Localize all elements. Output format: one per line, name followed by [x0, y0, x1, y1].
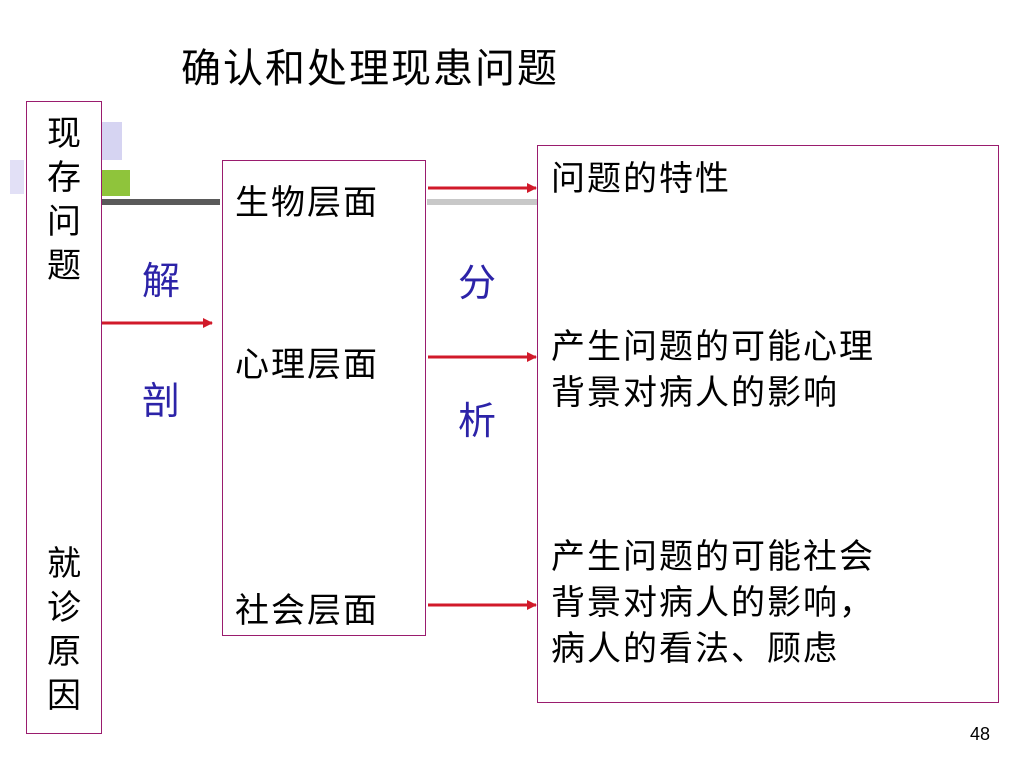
level-social: 社会层面 — [235, 591, 379, 631]
left-panel: 现 存 问 题 就 诊 原 因 — [26, 101, 102, 734]
left-panel-top-text: 现 存 问 题 — [47, 114, 81, 286]
decorative-accent-lavender-small — [10, 160, 24, 194]
middle-panel: 生物层面 心理层面 社会层面 — [222, 160, 426, 636]
right-item-problem-nature: 问题的特性 — [551, 159, 731, 199]
page-number: 48 — [969, 724, 990, 744]
slide-title: 确认和处理现患问题 — [181, 46, 559, 92]
decorative-line-grey-light — [427, 199, 537, 205]
level-psychological: 心理层面 — [235, 345, 379, 385]
decorative-accent-green — [100, 170, 130, 196]
connector-label-fen: 分 — [458, 261, 497, 305]
level-biological: 生物层面 — [235, 183, 379, 223]
right-panel: 问题的特性 产生问题的可能心理 背景对病人的影响 产生问题的可能社会 背景对病人… — [537, 145, 999, 703]
connector-label-jie: 解 — [142, 259, 181, 303]
right-item-psychological-background: 产生问题的可能心理 背景对病人的影响 — [551, 327, 875, 413]
decorative-line-grey — [100, 199, 220, 205]
connector-label-xi: 析 — [458, 399, 497, 443]
decorative-accent-lavender — [100, 122, 122, 160]
left-panel-bottom-text: 就 诊 原 因 — [47, 544, 81, 716]
connector-label-pou: 剖 — [142, 379, 181, 423]
right-item-social-background: 产生问题的可能社会 背景对病人的影响， 病人的看法、顾虑 — [551, 537, 875, 669]
